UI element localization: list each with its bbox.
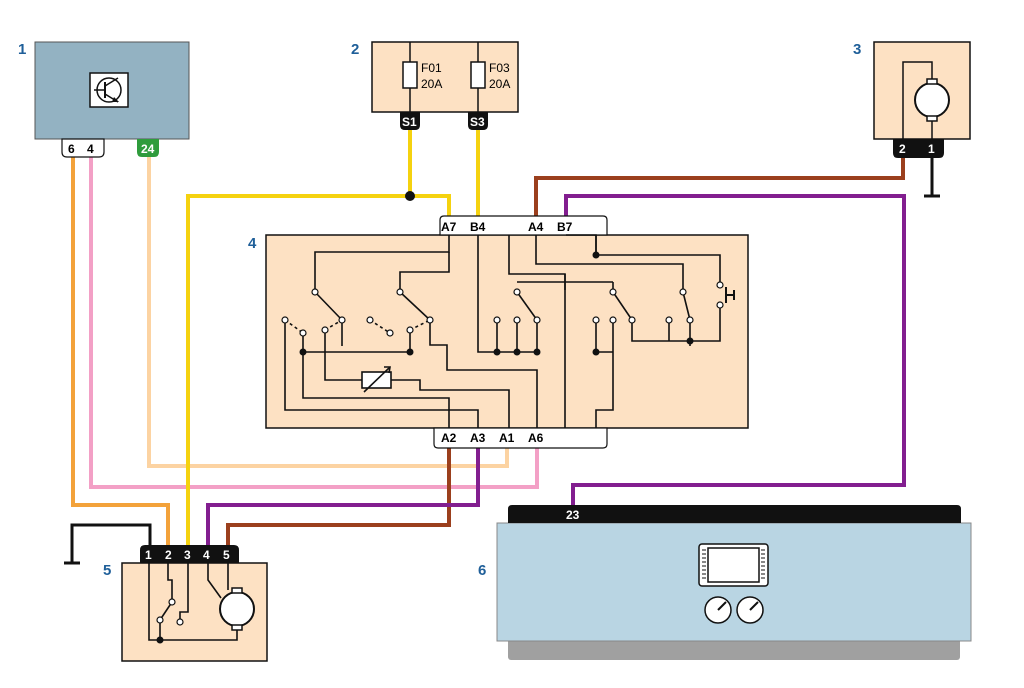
pin-label: B7: [557, 220, 573, 234]
pin-label: 4: [203, 548, 210, 562]
wire-junction: [405, 191, 415, 201]
component-5-circuit: [148, 563, 238, 641]
fuse-name: F01: [421, 61, 442, 75]
pin-label: A7: [441, 220, 457, 234]
transistor-icon: [89, 72, 129, 108]
pin-label: 1: [928, 142, 935, 156]
fuse-icon: [402, 42, 418, 112]
connector-s1: [400, 112, 420, 130]
switch-circuitry: [284, 234, 735, 428]
component-number-1: 1: [18, 41, 26, 58]
wire-purple-a3: [206, 448, 480, 548]
pin-label: 23: [566, 508, 580, 522]
switch-contacts: [281, 281, 724, 337]
wire-junction: [156, 636, 164, 644]
component-number-4: 4: [248, 235, 257, 252]
component-number-3: 3: [853, 41, 861, 58]
pin-label: 2: [899, 142, 906, 156]
component-number-5: 5: [103, 562, 111, 579]
wire-yellow-a7: [410, 194, 451, 218]
pin-label: 6: [68, 142, 75, 156]
fuse-icon: [470, 42, 486, 112]
fuse-name: F03: [489, 61, 510, 75]
pin-label: 1: [145, 548, 152, 562]
component-4-connector-top: [439, 215, 608, 236]
pin-label: B4: [470, 220, 486, 234]
fuse-rating: 20A: [489, 77, 510, 91]
component-3-connector: [893, 139, 944, 158]
component-4-connector-bottom: [433, 427, 608, 449]
component-number-6: 6: [478, 562, 486, 579]
pin-label: A6: [528, 431, 544, 445]
connector-s3: [468, 112, 488, 130]
motor-icon: [219, 587, 255, 631]
pin-label: 24: [141, 142, 155, 156]
junction-dots: [299, 251, 694, 356]
ground-symbol: [924, 158, 940, 198]
wire-yellow-s1: [186, 130, 412, 548]
wire-brown-a2: [226, 448, 451, 548]
wire-purple-b7: [564, 194, 906, 507]
pin-label: A3: [470, 431, 486, 445]
motor-icon: [902, 61, 950, 139]
pin-label: 3: [184, 548, 191, 562]
wire-peach: [147, 155, 509, 468]
pin-label: S1: [402, 115, 417, 129]
pin-label: 2: [165, 548, 172, 562]
wire-orange: [71, 155, 170, 548]
component-4-switch-unit: [265, 234, 749, 429]
pin-label: 4: [87, 142, 94, 156]
pin-label: S3: [470, 115, 485, 129]
wire-pink: [89, 155, 539, 489]
component-2-fusebox: [371, 41, 519, 113]
fuse-rating: 20A: [421, 77, 442, 91]
component-1-connector: [61, 138, 105, 158]
instrument-cluster-icon: [698, 543, 769, 624]
wire-brown-a4: [534, 158, 905, 218]
component-5-contacts: [156, 598, 184, 626]
ground-symbol: [64, 523, 152, 565]
pin-label: A2: [441, 431, 457, 445]
component-number-2: 2: [351, 41, 359, 58]
component-1-connector-green: [137, 139, 159, 157]
pin-label: 5: [223, 548, 230, 562]
component-5-connector: [140, 545, 239, 563]
component-6-connector: [508, 505, 961, 523]
pin-label: A1: [499, 431, 515, 445]
pin-label: A4: [528, 220, 544, 234]
